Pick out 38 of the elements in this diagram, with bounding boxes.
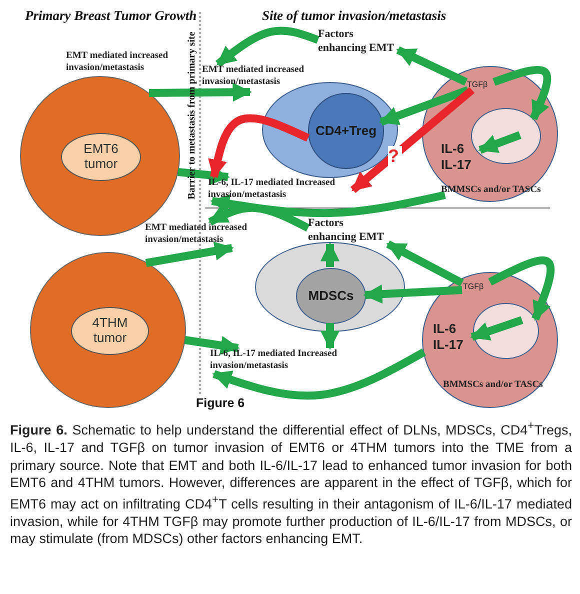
tumor-label: 4THM tumor bbox=[91, 316, 129, 346]
arrow bbox=[212, 348, 426, 400]
annotation-text: EMT mediated increased invasion/metastasis bbox=[202, 64, 337, 92]
arrow bbox=[208, 114, 310, 179]
arrow bbox=[470, 316, 524, 341]
arrow bbox=[379, 86, 470, 126]
arrow bbox=[320, 242, 340, 267]
annotation-text: Factors enhancing EMT bbox=[308, 216, 388, 244]
cell-label: MDSCs bbox=[308, 288, 354, 304]
arrow bbox=[320, 323, 340, 350]
arrow bbox=[145, 242, 234, 267]
panel-title: Primary Breast Tumor Growth bbox=[25, 8, 198, 24]
annotation-text: Factors enhancing EMT bbox=[318, 27, 398, 55]
panel-title: Site of tumor invasion/metastasis bbox=[262, 8, 448, 24]
figure-caption: Figure 6. Schematic to help understand the differential effect of DLNs, MDSCs, CD4$^{+}$Tregs, IL-6, IL-17 and TGFβ on tumor invasion of EMT6 or 4THM tumors into the TME from a primary source. Note that EMT and both IL-6/IL-17 lead to enhanced tumor invasion for both EMT6 and 4THM tumors. However, differences are apparent in the effect of TGFβ, which for EMT6 may act on infiltrating CD4$^{+}$T cells resulting in their antagonism of IL-6/IL-17 mediated invasion, while for 4THM TGFβ may promote further production of IL-6/IL-17 from MDSCs, or may stimulate (from MDSCs) other factors enhancing EMT. bbox=[10, 419, 572, 548]
cytokine-label: TGFβ bbox=[463, 281, 491, 293]
arrow bbox=[210, 191, 446, 218]
annotation-text: IL-6, IL-17 mediated Increased invasion/metastasis bbox=[210, 348, 355, 374]
arrow bbox=[396, 46, 468, 86]
cytokine-label: TGFβ bbox=[467, 79, 495, 91]
edge-label: ? bbox=[388, 146, 402, 166]
cytokine-label: IL-6 IL-17 bbox=[441, 141, 481, 175]
arrow bbox=[148, 82, 252, 102]
tumor-label: EMT6 tumor bbox=[82, 142, 120, 172]
arrow bbox=[216, 26, 320, 68]
cell-label: CD4+Treg bbox=[315, 124, 377, 138]
annotation-text: IL-6, IL-17 mediated Increased invasion/metastasis bbox=[208, 177, 353, 201]
arrow bbox=[184, 336, 240, 355]
cytokine-label: IL-6 IL-17 bbox=[433, 321, 473, 355]
annotation-text: EMT mediated increased invasion/metastasis bbox=[145, 222, 285, 248]
arrow bbox=[208, 204, 310, 232]
arrow bbox=[478, 131, 522, 154]
arrow bbox=[363, 284, 462, 304]
cell-core-circle bbox=[308, 93, 384, 169]
arrow bbox=[386, 240, 464, 287]
arrow bbox=[350, 86, 475, 194]
arrow bbox=[178, 166, 230, 185]
figure-label: Figure 6 bbox=[196, 396, 246, 410]
